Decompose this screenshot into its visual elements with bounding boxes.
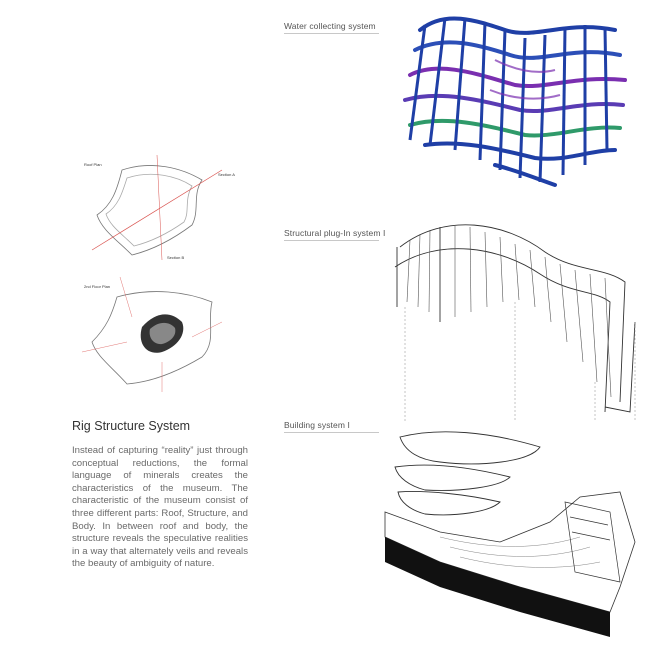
article-body: Instead of capturing “reality” just thro…: [72, 445, 248, 570]
section-a-label: Section A: [218, 172, 235, 177]
floor-plan-thumbnail: 2nd Floor Plan: [72, 272, 242, 397]
structural-plugin-drawing: [394, 224, 636, 422]
caption-structural-plugin: Structural plug-In system I: [284, 228, 386, 238]
article-title: Rig Structure System: [72, 419, 191, 433]
caption-rule: [284, 432, 379, 433]
roof-plan-label: Roof Plan: [84, 162, 102, 167]
caption-building-system: Building system I: [284, 420, 350, 430]
caption-rule: [284, 240, 379, 241]
water-collecting-grid-drawing: [403, 16, 627, 187]
floor-plan-label: 2nd Floor Plan: [84, 284, 111, 289]
building-system-drawing: [384, 431, 636, 637]
roof-plan-thumbnail: Roof Plan Section A Section B: [72, 150, 242, 265]
section-b-label: Section B: [167, 255, 185, 260]
caption-water-collecting: Water collecting system: [284, 21, 376, 31]
caption-rule: [284, 33, 379, 34]
